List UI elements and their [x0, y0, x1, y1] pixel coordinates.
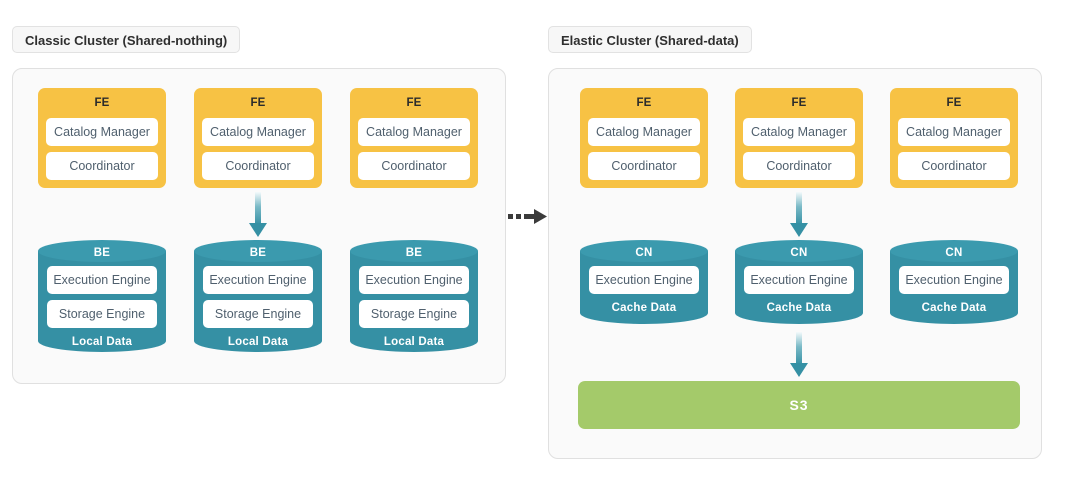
fe-coordinator: Coordinator	[46, 152, 158, 180]
fe-catalog-manager: Catalog Manager	[202, 118, 314, 146]
cylinder-top-cap	[194, 240, 322, 262]
cn-title: CN	[790, 247, 808, 259]
be-local-data: Local Data	[71, 336, 133, 348]
be-title: BE	[405, 247, 423, 259]
be-title: BE	[249, 247, 267, 259]
classic-fe-node-2[interactable]: FE Catalog Manager Coordinator	[194, 88, 322, 188]
classic-cluster-title: Classic Cluster (Shared-nothing)	[12, 26, 241, 53]
be-title: BE	[93, 247, 111, 259]
fe-title: FE	[406, 97, 422, 109]
cn-cache-data: Cache Data	[766, 302, 832, 314]
fe-title: FE	[250, 97, 266, 109]
fe-to-cn-arrow-icon	[788, 192, 810, 238]
fe-title: FE	[791, 97, 807, 109]
cylinder-top-cap	[350, 240, 478, 262]
classic-fe-node-3[interactable]: FE Catalog Manager Coordinator	[350, 88, 478, 188]
cn-title: CN	[945, 247, 963, 259]
fe-catalog-manager: Catalog Manager	[588, 118, 700, 146]
cylinder-top-cap	[735, 240, 863, 262]
elastic-cluster-title: Elastic Cluster (Shared-data)	[548, 26, 752, 53]
classic-fe-node-1[interactable]: FE Catalog Manager Coordinator	[38, 88, 166, 188]
cn-to-s3-arrow-icon	[788, 332, 810, 378]
elastic-fe-node-1[interactable]: FE Catalog Manager Coordinator	[580, 88, 708, 188]
dashed-arrow-right-icon	[508, 206, 548, 228]
cn-execution-engine: Execution Engine	[744, 266, 854, 294]
be-storage-engine: Storage Engine	[47, 300, 157, 328]
cn-execution-engine: Execution Engine	[589, 266, 699, 294]
cylinder-top-cap	[580, 240, 708, 262]
fe-coordinator: Coordinator	[588, 152, 700, 180]
cn-title: CN	[635, 247, 653, 259]
be-execution-engine: Execution Engine	[47, 266, 157, 294]
cn-cache-data: Cache Data	[921, 302, 987, 314]
elastic-fe-node-3[interactable]: FE Catalog Manager Coordinator	[890, 88, 1018, 188]
fe-title: FE	[636, 97, 652, 109]
fe-title: FE	[94, 97, 110, 109]
fe-coordinator: Coordinator	[358, 152, 470, 180]
be-execution-engine: Execution Engine	[359, 266, 469, 294]
cylinder-top-cap	[38, 240, 166, 262]
cn-execution-engine: Execution Engine	[899, 266, 1009, 294]
fe-title: FE	[946, 97, 962, 109]
s3-storage-block[interactable]: S3	[578, 381, 1020, 429]
fe-catalog-manager: Catalog Manager	[358, 118, 470, 146]
cn-cache-data: Cache Data	[611, 302, 677, 314]
fe-catalog-manager: Catalog Manager	[898, 118, 1010, 146]
be-storage-engine: Storage Engine	[203, 300, 313, 328]
fe-coordinator: Coordinator	[202, 152, 314, 180]
elastic-fe-node-2[interactable]: FE Catalog Manager Coordinator	[735, 88, 863, 188]
be-execution-engine: Execution Engine	[203, 266, 313, 294]
be-storage-engine: Storage Engine	[359, 300, 469, 328]
be-local-data: Local Data	[227, 336, 289, 348]
be-local-data: Local Data	[383, 336, 445, 348]
fe-coordinator: Coordinator	[743, 152, 855, 180]
fe-catalog-manager: Catalog Manager	[743, 118, 855, 146]
fe-to-be-arrow-icon	[247, 192, 269, 238]
cylinder-top-cap	[890, 240, 1018, 262]
fe-catalog-manager: Catalog Manager	[46, 118, 158, 146]
fe-coordinator: Coordinator	[898, 152, 1010, 180]
